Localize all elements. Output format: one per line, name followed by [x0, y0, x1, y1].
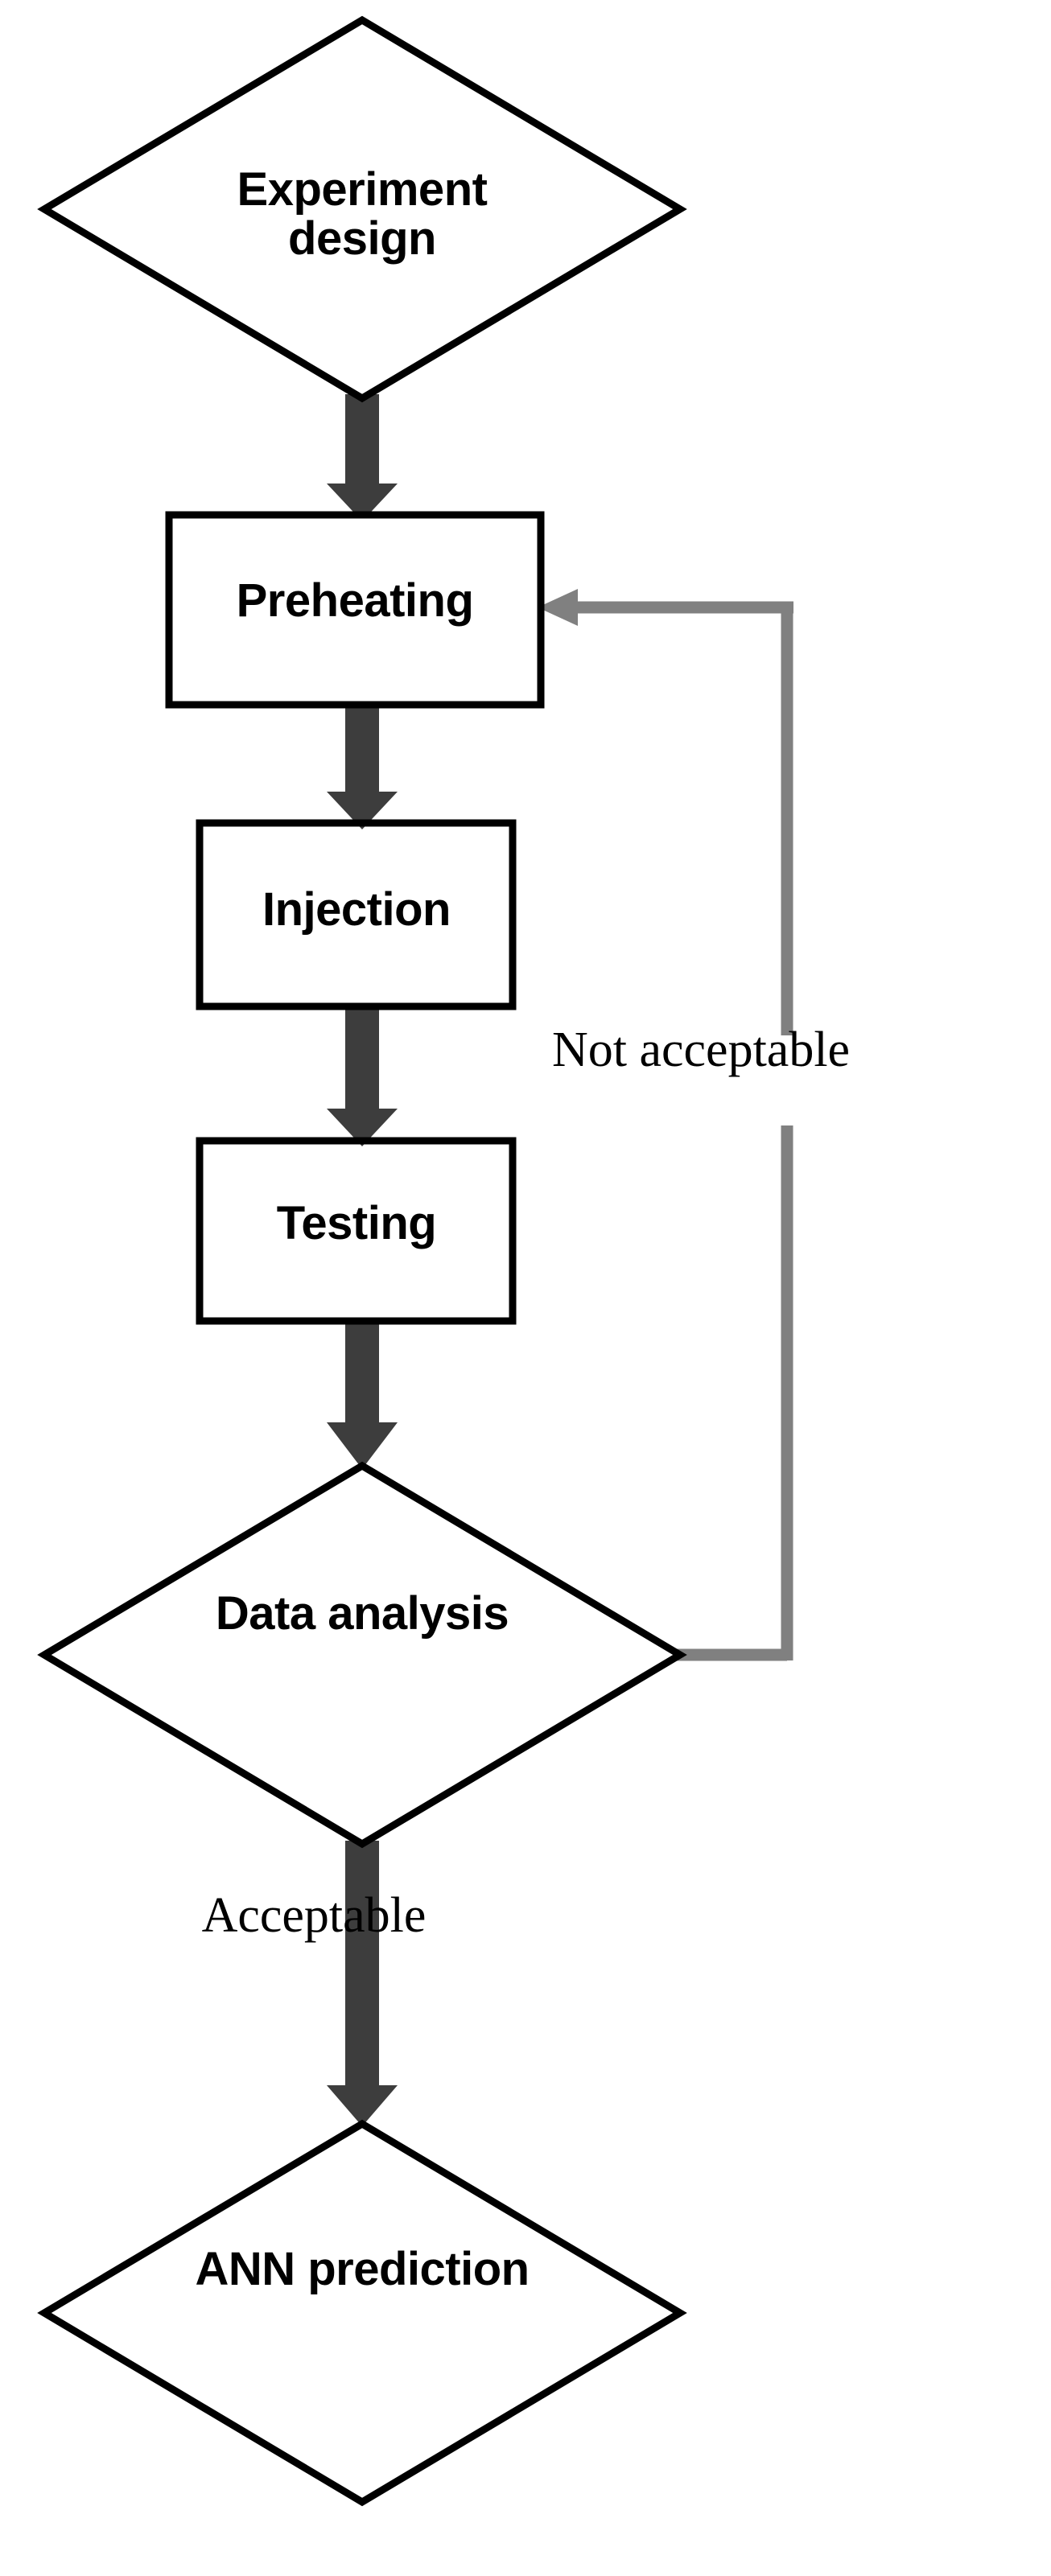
edge-data-analysis-to-preheating-feedback [538, 589, 793, 1661]
edge-design-to-preheating [327, 394, 398, 521]
node-data-analysis[interactable] [37, 1461, 687, 1849]
node-ann-prediction[interactable] [37, 2119, 687, 2507]
node-injection[interactable] [196, 819, 517, 1010]
node-experiment-design[interactable] [37, 15, 687, 403]
node-testing[interactable] [196, 1137, 517, 1325]
node-preheating[interactable] [165, 511, 545, 709]
edge-injection-to-testing [327, 1003, 398, 1146]
edge-preheating-to-injection [327, 702, 398, 829]
edge-testing-to-data-analysis [327, 1318, 398, 1469]
edge-data-analysis-to-ann-prediction [327, 1841, 398, 2126]
